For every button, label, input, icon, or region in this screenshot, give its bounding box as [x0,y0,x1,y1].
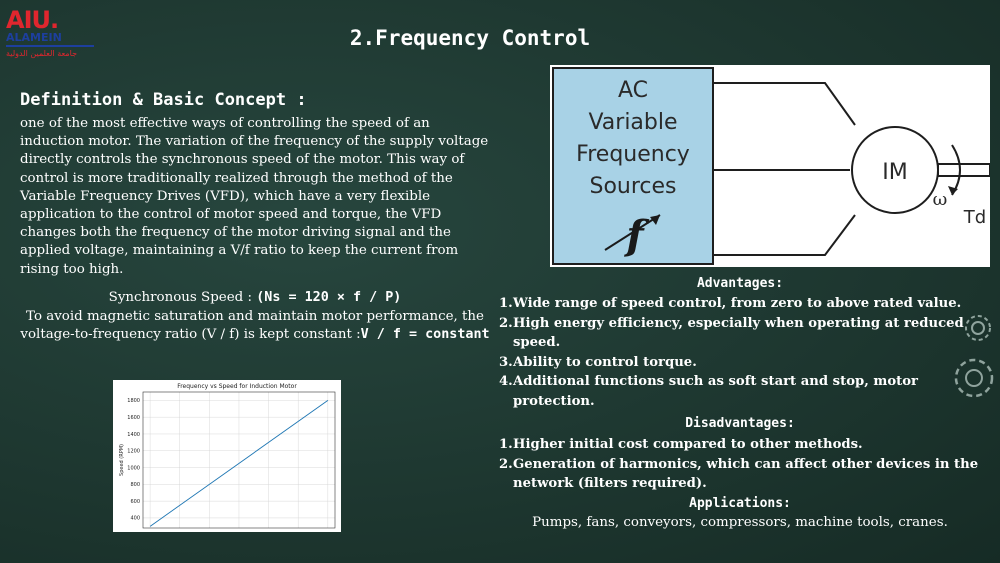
item-text: Wide range of speed control, from zero t… [513,296,962,311]
list-item: 2.Generation of harmonics, which can aff… [499,455,994,494]
item-number: 3. [499,354,513,370]
disadvantages-heading: Disadvantages: [685,416,795,431]
definition-text: one of the most effective ways of contro… [20,116,489,277]
supply-wire-top [713,82,856,126]
item-number: 2. [499,315,513,331]
vf-text: To avoid magnetic saturation and maintai… [20,308,484,343]
chart-ytick-label: 1200 [127,449,140,455]
item-text: Ability to control torque. [513,354,697,370]
torque-label: Td [963,207,986,228]
chart-ytick-label: 1800 [127,398,140,404]
item-number: 1. [499,437,513,452]
gear-icon [954,358,994,398]
motor-label: IM [882,160,907,185]
source-line-2: Variable [588,110,677,135]
list-item: 1.Higher initial cost compared to other … [499,435,994,455]
item-number: 4. [499,374,513,389]
omega-label: ω [933,189,948,210]
variable-arrowhead [650,215,660,225]
chart-ytick-label: 800 [130,482,140,488]
motor-shaft [937,163,990,177]
chart-ytick-label: 600 [130,499,140,505]
chart-ytick-label: 1400 [127,432,140,438]
vf-formula: V / f = constant [360,327,490,343]
slide-title: 2.Frequency Control [349,26,591,50]
applications-text: Pumps, fans, conveyors, compressors, mac… [532,515,948,530]
item-text: Higher initial cost compared to other me… [513,437,863,452]
formula-block: Synchronous Speed : (Ns = 120 × f / P) T… [20,289,490,345]
source-line-4: Sources [589,174,676,199]
list-item: 1.Wide range of speed control, from zero… [499,294,994,314]
source-line-1: AC [618,78,648,103]
chart-ytick-label: 1600 [127,415,140,421]
advantages-heading: Advantages: [696,276,784,291]
disadvantages-list: 1.Higher initial cost compared to other … [499,435,994,494]
applications-heading: Applications: [689,496,791,511]
vf-line: To avoid magnetic saturation and maintai… [20,308,490,345]
vfd-diagram: AC Variable Frequency Sources f IM ω Td [550,65,990,267]
chart-title: Frequency vs Speed for Induction Motor [177,383,297,390]
definition-paragraph: one of the most effective ways of contro… [20,115,490,279]
logo-divider [6,45,94,47]
sync-speed-formula: (Ns = 120 × f / P) [256,290,402,305]
item-number: 2. [499,456,513,472]
sync-speed-line: Synchronous Speed : (Ns = 120 × f / P) [20,289,490,308]
item-text: Additional functions such as soft start … [513,374,918,409]
item-number: 1. [499,296,513,311]
rotation-arrowhead [948,186,958,195]
chart-frame [142,391,336,529]
list-item: 2.High energy efficiency, especially whe… [499,314,994,353]
logo-arabic-text: جامعة العلمين الدولية [6,49,78,58]
source-line-3: Frequency [576,142,690,167]
advantages-list: 1.Wide range of speed control, from zero… [499,294,994,411]
definition-heading: Definition & Basic Concept : [20,90,307,110]
list-item: 4.Additional functions such as soft star… [499,372,994,411]
gear-icon [965,315,991,341]
supply-wire-bottom [713,214,856,256]
logo-main-text: AIU. [6,6,59,34]
item-text: High energy efficiency, especially when … [513,315,964,351]
chart-ytick-label: 1000 [127,465,140,471]
chart-ytick-label: 400 [130,516,140,522]
chart-ylabel: Speed (RPM) [119,444,125,476]
item-text: Generation of harmonics, which can affec… [513,456,979,492]
chart-svg: Frequency vs Speed for Induction Motor S… [119,383,336,529]
frequency-speed-chart: Frequency vs Speed for Induction Motor S… [113,380,341,532]
chart-series-line [149,400,329,527]
university-logo: AIU. ALAMEIN جامعة العلمين الدولية [6,8,98,70]
list-item: 3.Ability to control torque. [499,353,994,373]
variable-arrow [604,214,661,251]
logo-sub-text: ALAMEIN [6,31,62,44]
sync-speed-label: Synchronous Speed : [108,290,257,305]
